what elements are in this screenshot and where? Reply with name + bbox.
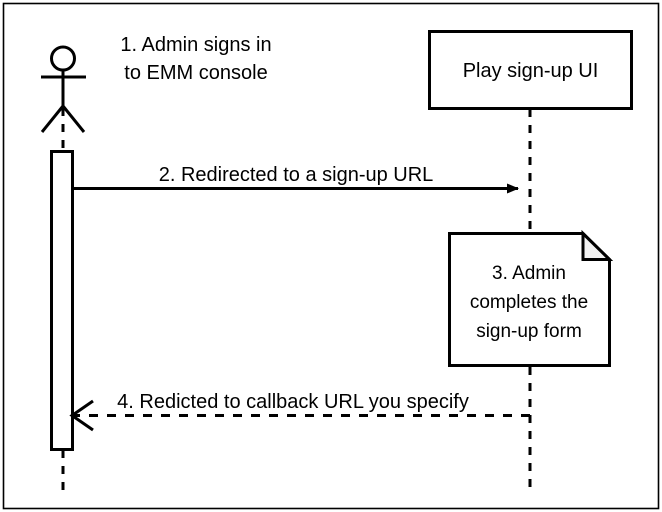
- message-1-label-line1: 1. Admin signs in: [120, 34, 271, 56]
- message-3-label-line1: 3. Admin: [492, 263, 566, 284]
- participant-box-play-ui[interactable]: [428, 30, 633, 110]
- actor-admin: [40, 45, 86, 133]
- message-2-label: 2. Redirected to a sign-up URL: [159, 164, 434, 186]
- message-4-open-arrowhead-icon: [69, 399, 94, 432]
- message-3-label-line3: sign-up form: [476, 321, 582, 342]
- note-body: [448, 232, 611, 367]
- message-1-label-line2: to EMM console: [124, 62, 267, 84]
- message-3-label-line2: completes the: [470, 292, 588, 313]
- actor-right-leg-icon: [61, 105, 86, 133]
- note-fold-corner-icon: [581, 229, 614, 261]
- note-message-3: 3. Admin completes the sign-up form: [448, 229, 614, 367]
- actor-activation-bar: [50, 150, 74, 451]
- actor-left-leg-icon: [40, 105, 65, 133]
- participant-label-play-ui: Play sign-up UI: [463, 60, 599, 82]
- message-4-label: 4. Redicted to callback URL you specify: [117, 391, 469, 413]
